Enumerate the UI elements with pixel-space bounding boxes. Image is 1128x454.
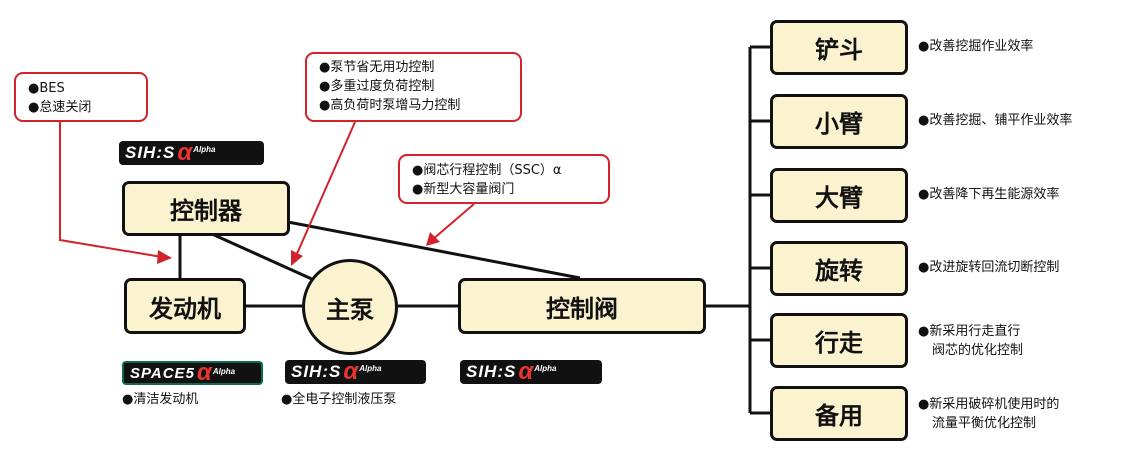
- control-valve-box: 控制阀: [458, 278, 706, 334]
- feature-bucket: ●改善挖掘作业效率: [918, 37, 1033, 56]
- engine-note: ●BES ●怠速关闭: [14, 72, 148, 122]
- note-line: ●BES: [28, 81, 65, 96]
- badge-alpha-word: Alpha: [193, 145, 216, 154]
- sihis-alpha-badge-valve: SIH:S α Alpha: [460, 358, 602, 385]
- arrowhead: [157, 250, 172, 264]
- function-box-swing: 旋转: [770, 241, 908, 296]
- badge-alpha-symbol: α: [518, 358, 534, 385]
- badge-brand: SPACE5: [130, 364, 195, 382]
- note-line: ●多重过度负荷控制: [319, 79, 435, 94]
- engine-box: 发动机: [124, 278, 246, 334]
- badge-alpha-word: Alpha: [534, 364, 557, 373]
- arrow-valve-note: [431, 203, 475, 241]
- arrowhead: [291, 250, 303, 266]
- arrowhead: [426, 232, 440, 246]
- note-line: ●新型大容量阀门: [412, 182, 515, 197]
- feature-spare: ●新采用破碎机使用时的 流量平衡优化控制: [918, 395, 1059, 433]
- note-line: ●阀芯行程控制（SSC）α: [412, 163, 562, 178]
- badge-alpha-word: Alpha: [212, 367, 236, 376]
- sihis-alpha-badge-pump: SIH:S α Alpha: [285, 358, 426, 385]
- arrow-pump-note: [295, 121, 356, 257]
- function-box-bucket: 铲斗: [770, 20, 908, 75]
- feature-line: ●改善降下再生能源效率: [918, 187, 1060, 202]
- arrow-engine-note: [59, 122, 163, 258]
- feature-travel: ●新采用行走直行 阀芯的优化控制: [918, 322, 1023, 360]
- badge-alpha-word: Alpha: [359, 364, 382, 373]
- sihis-alpha-badge-controller: SIH:S α Alpha: [119, 139, 264, 166]
- main-pump-circle: 主泵: [302, 259, 398, 355]
- badge-alpha-symbol: α: [343, 358, 359, 385]
- badge-alpha-symbol: α: [196, 359, 212, 386]
- feature-line: ●改善挖掘、铺平作业效率: [918, 113, 1073, 128]
- function-box-spare: 备用: [770, 386, 908, 441]
- feature-line: ●新采用破碎机使用时的: [918, 397, 1060, 412]
- feature-boom: ●改善降下再生能源效率: [918, 185, 1059, 204]
- line-controller-valve: [287, 220, 581, 280]
- feature-line: ●改善挖掘作业效率: [918, 39, 1034, 54]
- engine-caption: ●清洁发动机: [122, 392, 199, 407]
- function-box-stick: 小臂: [770, 94, 908, 149]
- line-controller-pump: [211, 232, 315, 282]
- note-line: ●泵节省无用功控制: [319, 60, 435, 75]
- badge-alpha-symbol: α: [177, 139, 193, 166]
- badge-brand: SIH:S: [125, 143, 176, 162]
- space5-alpha-badge: SPACE5 α Alpha: [122, 359, 263, 386]
- feature-line: 阀芯的优化控制: [932, 343, 1024, 358]
- feature-swing: ●改进旋转回流切断控制: [918, 258, 1059, 277]
- valve-note: ●阀芯行程控制（SSC）α ●新型大容量阀门: [398, 154, 610, 204]
- note-line: ●高负荷时泵增马力控制: [319, 98, 461, 113]
- pump-caption: ●全电子控制液压泵: [281, 392, 397, 407]
- feature-stick: ●改善挖掘、铺平作业效率: [918, 111, 1072, 130]
- feature-line: ●改进旋转回流切断控制: [918, 260, 1060, 275]
- function-box-boom: 大臂: [770, 168, 908, 223]
- badge-brand: SIH:S: [291, 362, 342, 381]
- feature-line: 流量平衡优化控制: [932, 416, 1037, 431]
- badge-brand: SIH:S: [466, 362, 517, 381]
- note-line: ●怠速关闭: [28, 100, 92, 115]
- function-box-travel: 行走: [770, 313, 908, 368]
- pump-note: ●泵节省无用功控制 ●多重过度负荷控制 ●高负荷时泵增马力控制: [305, 52, 522, 122]
- controller-box: 控制器: [122, 181, 290, 236]
- feature-line: ●新采用行走直行: [918, 324, 1021, 339]
